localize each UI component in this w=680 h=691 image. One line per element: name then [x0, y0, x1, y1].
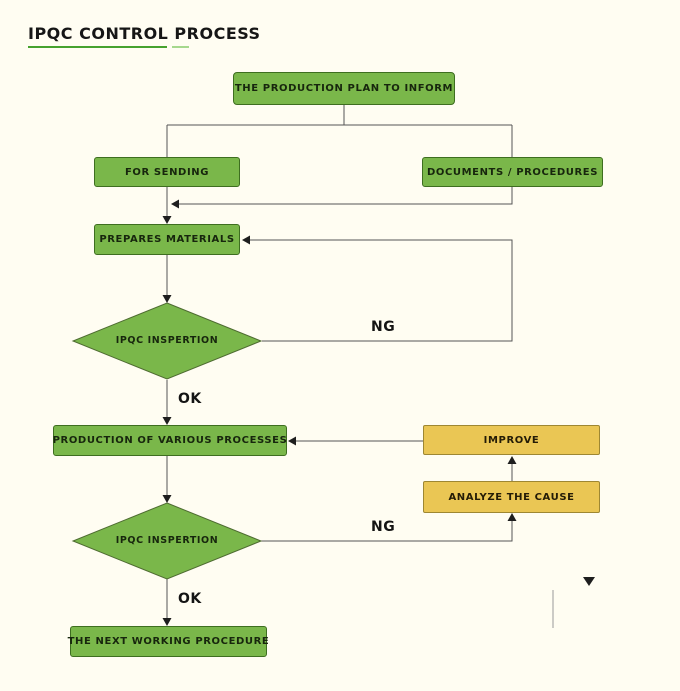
- node-production-plan: THE PRODUCTION PLAN TO INFORM: [233, 72, 455, 105]
- node-inspection2-diamond: [71, 502, 263, 580]
- node-improve-label: IMPROVE: [483, 434, 540, 446]
- node-for-sending-label: FOR SENDING: [124, 166, 210, 178]
- arrowhead-into-prepares-top: [162, 216, 172, 224]
- node-next-working-procedure-label: THE NEXT WORKING PROCEDURE: [67, 636, 270, 647]
- title-underline-dark: [28, 46, 167, 48]
- arrowhead-into-next-step: [162, 618, 172, 626]
- edge-label-ok2: OK: [178, 591, 202, 607]
- arrowhead-improve-into-production: [288, 436, 296, 446]
- arrowhead-into-inspection1: [162, 295, 172, 303]
- node-analyze-cause: ANALYZE THE CAUSE: [423, 481, 600, 513]
- node-prepares-materials: PREPARES MATERIALS: [94, 224, 240, 255]
- title-underline-light: [172, 46, 189, 48]
- edge-label-ng1: NG: [371, 319, 396, 335]
- node-inspection1-diamond: [71, 302, 263, 380]
- edge-ng1-loop: [249, 239, 513, 342]
- arrowhead-into-analyze: [507, 513, 517, 521]
- node-inspection1-label: IPQC INSPERTION: [115, 335, 219, 346]
- arrowhead-merge-left: [171, 199, 179, 209]
- node-next-working-procedure: THE NEXT WORKING PROCEDURE: [67, 626, 270, 657]
- arrowhead-ng1-into-prepares: [242, 235, 250, 245]
- node-inspection2-label: IPQC INSPERTION: [115, 535, 219, 546]
- edge-ng2-to-analyze: [261, 518, 513, 542]
- node-production-processes: PRODUCTION OF VARIOUS PROCESSES: [53, 425, 287, 456]
- node-for-sending: FOR SENDING: [94, 157, 240, 187]
- edge-label-ng2: NG: [371, 519, 396, 535]
- arrowhead-into-inspection2: [162, 495, 172, 503]
- node-production-processes-label: PRODUCTION OF VARIOUS PROCESSES: [52, 435, 288, 446]
- stray-triangle-icon: [583, 577, 595, 586]
- arrowhead-into-production: [162, 417, 172, 425]
- node-analyze-cause-label: ANALYZE THE CAUSE: [448, 491, 575, 503]
- node-documents-procedures-label: DOCUMENTS / PROCEDURES: [426, 166, 599, 178]
- page-title: IPQC CONTROL PROCESS: [28, 24, 261, 43]
- node-prepares-materials-label: PREPARES MATERIALS: [99, 234, 235, 245]
- edge-label-ok1: OK: [178, 391, 202, 407]
- arrowhead-into-improve: [507, 456, 517, 464]
- node-production-plan-label: THE PRODUCTION PLAN TO INFORM: [234, 83, 454, 94]
- node-documents-procedures: DOCUMENTS / PROCEDURES: [422, 157, 603, 187]
- node-improve: IMPROVE: [423, 425, 600, 455]
- edge-documents-merge: [177, 187, 513, 205]
